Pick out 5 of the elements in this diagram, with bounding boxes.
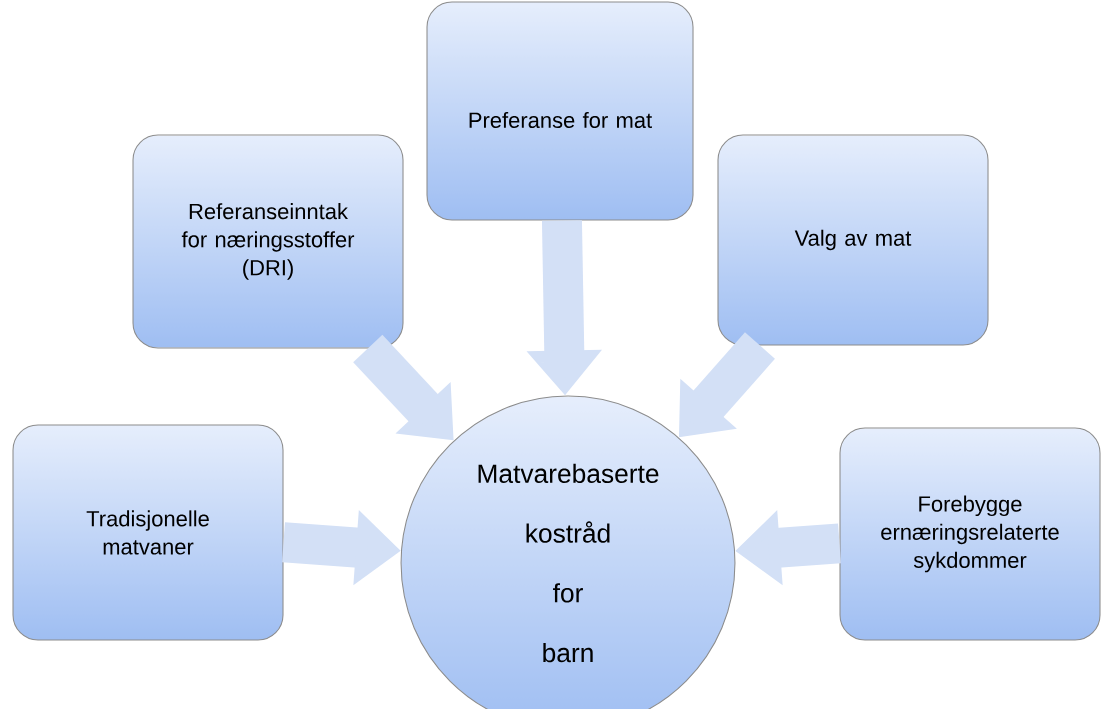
process-box: Tradisjonelle matvaner: [12, 424, 284, 641]
process-box: Referanseinntak for næringsstoffer (DRI): [132, 134, 404, 349]
process-box: Valg av mat: [717, 134, 989, 346]
process-box: Forebygge ernæringsrelaterte sykdommer: [839, 427, 1101, 641]
process-box: Preferanse for mat: [426, 1, 694, 221]
